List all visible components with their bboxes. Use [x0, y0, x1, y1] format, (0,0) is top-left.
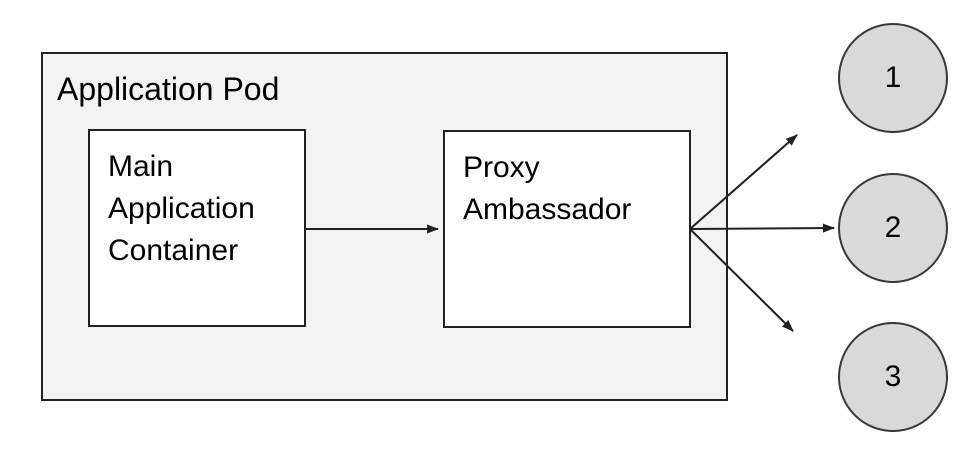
node-circle-1: 1 [838, 23, 948, 133]
node-circle-3: 3 [838, 322, 948, 432]
main-application-container-box: Main Application Container [88, 129, 306, 327]
main-application-container-label: Main Application Container [108, 150, 255, 267]
node-1-label: 1 [884, 61, 902, 94]
proxy-ambassador-label: Proxy Ambassador [463, 151, 632, 226]
proxy-ambassador-box: Proxy Ambassador [443, 130, 691, 328]
application-pod-title: Application Pod [57, 71, 280, 107]
node-2-label: 2 [884, 211, 902, 244]
node-3-label: 3 [884, 360, 902, 393]
node-circle-2: 2 [838, 173, 948, 283]
